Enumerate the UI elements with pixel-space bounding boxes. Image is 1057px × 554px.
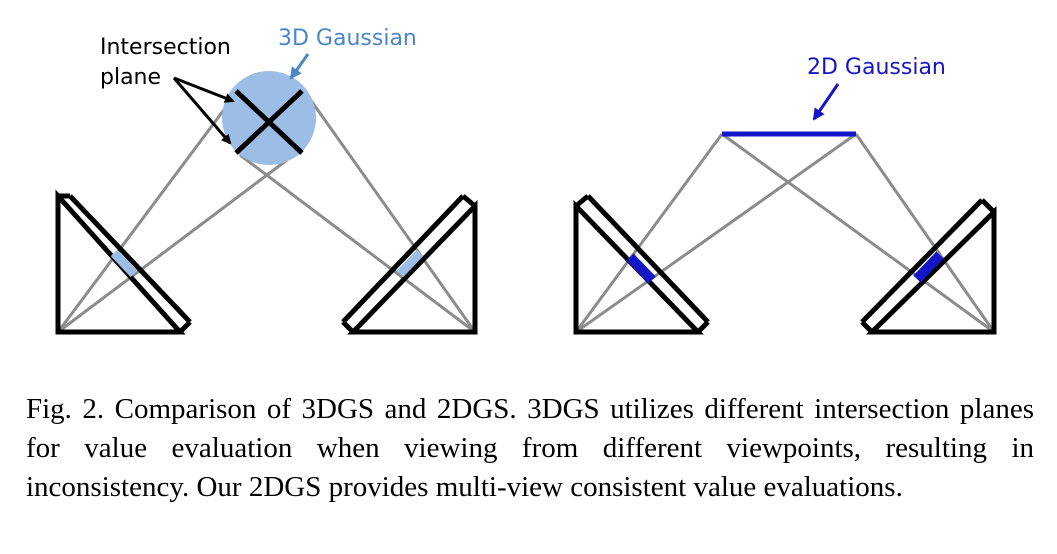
panel-3dgs: Intersection plane 3D Gaussian [55,26,478,335]
intersection-plane-label-line1: Intersection [100,35,231,60]
camera-right-2dgs [860,198,997,335]
gaussian-2d-label: 2D Gaussian [807,55,946,80]
rays-3dgs [56,91,477,334]
figure-caption: Fig. 2. Comparison of 3DGS and 2DGS. 3DG… [26,393,1034,503]
panel-2dgs: 2D Gaussian [573,55,997,335]
projection-patch-right-3dgs [396,249,424,278]
camera-right-3dgs [341,194,478,335]
projection-patch-left-2dgs [626,253,656,284]
rays-2dgs [574,132,996,334]
gaussian-3d-arrow [289,53,310,80]
gaussian-3d-label: 3D Gaussian [278,26,417,51]
projection-patch-left-3dgs [110,249,138,278]
intersection-plane-arrows [172,76,235,145]
camera-left-2dgs [573,194,710,335]
intersection-plane-label-line2: plane [100,65,161,90]
figure-3dgs-vs-2dgs: Intersection plane 3D Gaussian [55,26,997,335]
gaussian-2d-arrow [812,83,840,121]
intersection-planes [234,89,304,155]
projection-patch-right-2dgs [913,251,944,283]
camera-left-3dgs [55,189,192,335]
